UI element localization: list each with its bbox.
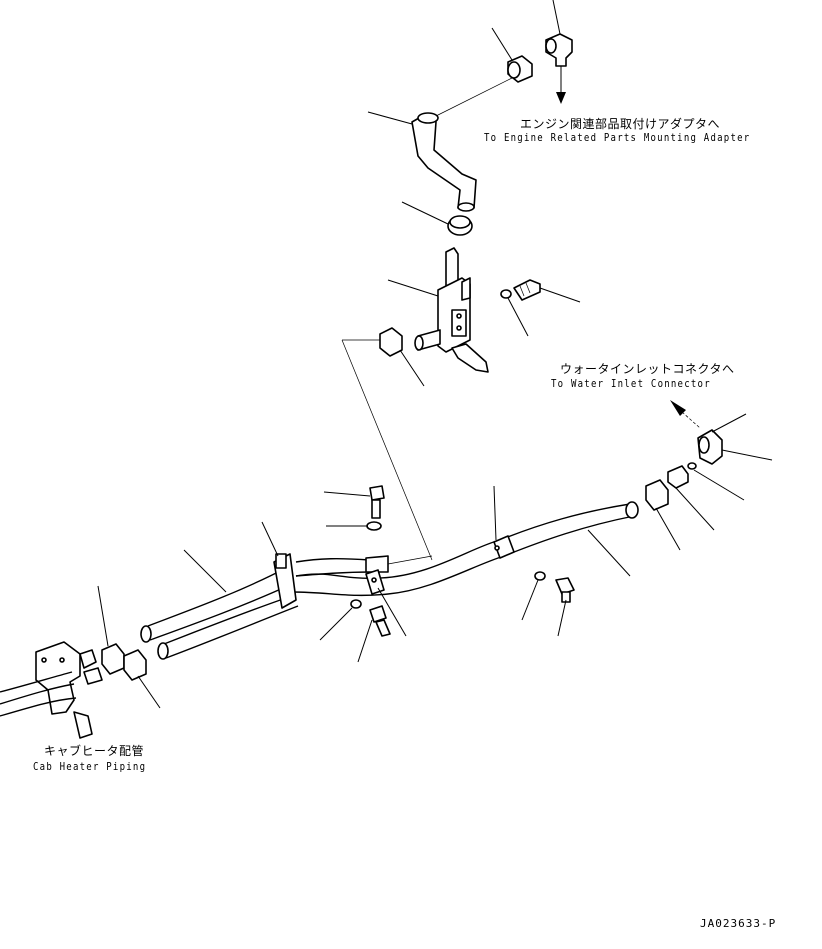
engine-adapter-label-en: To Engine Related Parts Mounting Adapter [484,131,751,144]
hose-upper-pair [140,549,293,643]
hose-clamp-right [645,479,681,551]
figure-id: JA023633-P [700,917,777,930]
hose-clamp-top [431,27,533,119]
hose-clamp-left-1 [97,585,125,675]
o-ring-right [687,462,745,501]
hose-clamp-left-2 [123,649,161,709]
bolt-middle [323,485,385,519]
cab-heater-label-en: Cab Heater Piping [33,760,147,773]
elbow-fitting-right [697,413,773,465]
bolt-right-middle [555,577,575,637]
bracket-band [261,521,297,609]
arrow-to-engine-adapter [556,66,566,104]
bolt-valve [513,279,581,303]
bolt-lower [357,605,391,663]
water-inlet-label-en: To Water Inlet Connector [551,377,711,390]
washer-middle [326,521,382,531]
washer-lower [319,599,362,641]
engine-adapter-label-jp: エンジン関連部品取付けアダプタへ [520,117,721,131]
hose-clamp-valve [341,327,433,561]
upper-hose [367,111,477,212]
arrow-to-water-inlet [670,400,701,429]
cab-heater-label-jp: キャブヒータ配管 [44,744,145,758]
water-inlet-label-jp: ウォータインレットコネクタへ [560,362,735,376]
washer-right-middle [521,571,546,621]
washer-valve [500,289,529,337]
hose-clamp-middle [401,201,473,236]
cab-heater-piping [0,641,103,739]
adapter-right [667,465,715,531]
main-hose-short [295,555,433,577]
junction-tie [365,569,407,637]
main-hose-long [291,485,639,597]
hose-lower-pair [157,595,299,660]
elbow-fitting-top [545,0,573,67]
valve-block [387,247,489,373]
